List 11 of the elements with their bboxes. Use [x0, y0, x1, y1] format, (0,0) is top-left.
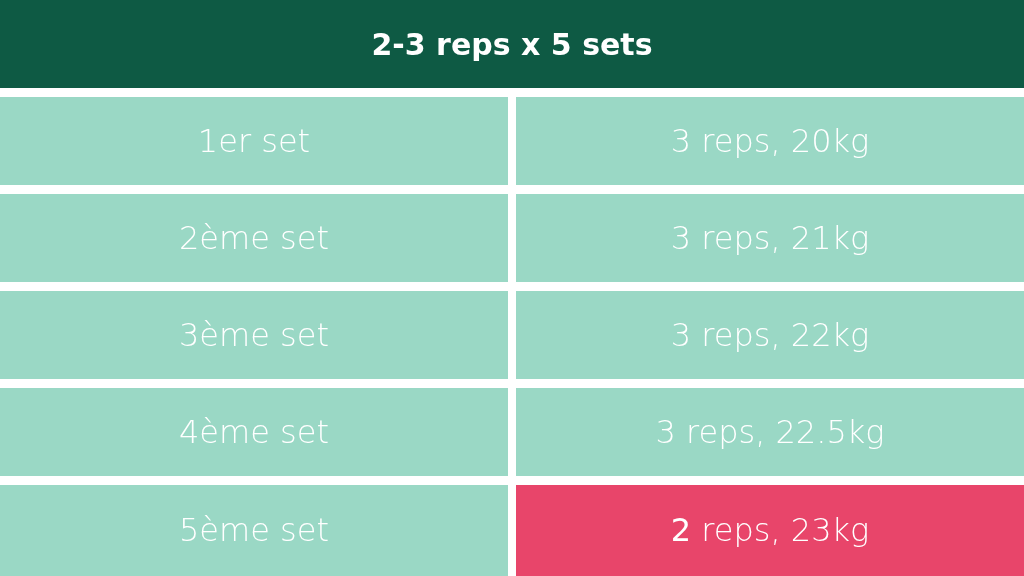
- table-cell: 2ème set: [0, 194, 508, 282]
- table-cell: 3 reps, 22.5kg: [516, 388, 1024, 476]
- table-cell: 4ème set: [0, 388, 508, 476]
- table-header: 2-3 reps x 5 sets: [0, 0, 1024, 88]
- table-cell: 1er set: [0, 97, 508, 185]
- table-cell: 5ème set: [0, 485, 508, 576]
- table-cell: 3 reps, 22kg: [516, 291, 1024, 379]
- table-cell: 3 reps, 21kg: [516, 194, 1024, 282]
- table-cell: 3 reps, 20kg: [516, 97, 1024, 185]
- table-cell: 2 reps, 23kg: [516, 485, 1024, 576]
- table-cell: 3ème set: [0, 291, 508, 379]
